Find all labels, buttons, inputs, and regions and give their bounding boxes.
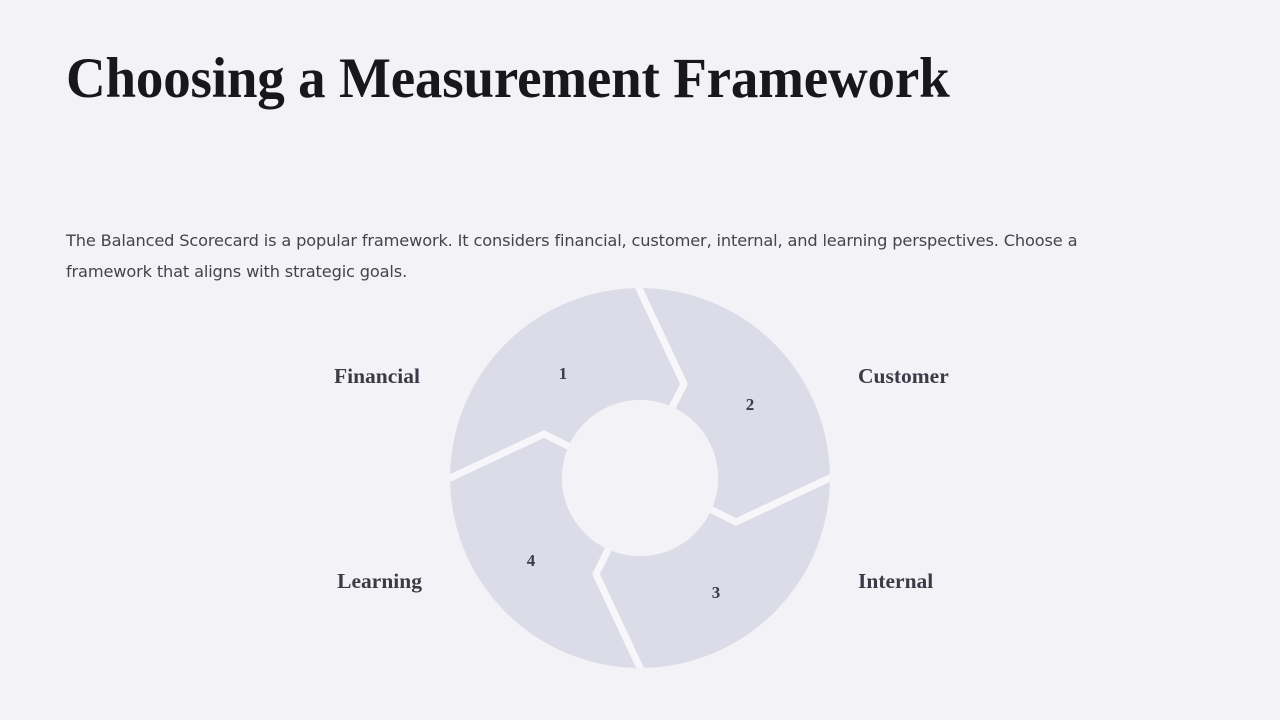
segment-label-learning: Learning xyxy=(337,569,422,593)
segment-number-4: 4 xyxy=(526,551,536,570)
segment-label-customer: Customer xyxy=(858,364,949,388)
segment-label-financial: Financial xyxy=(333,364,420,388)
segment-number-1: 1 xyxy=(558,364,568,383)
segment-number-3: 3 xyxy=(711,583,721,602)
body-paragraph: The Balanced Scorecard is a popular fram… xyxy=(66,231,1078,282)
donut-segments-fill xyxy=(449,288,830,668)
segment-label-internal: Internal xyxy=(858,569,934,593)
segment-number-2: 2 xyxy=(745,395,755,414)
donut-hole xyxy=(562,400,718,556)
donut-chart-svg xyxy=(449,288,830,668)
page-title: Choosing a Measurement Framework xyxy=(66,47,950,110)
